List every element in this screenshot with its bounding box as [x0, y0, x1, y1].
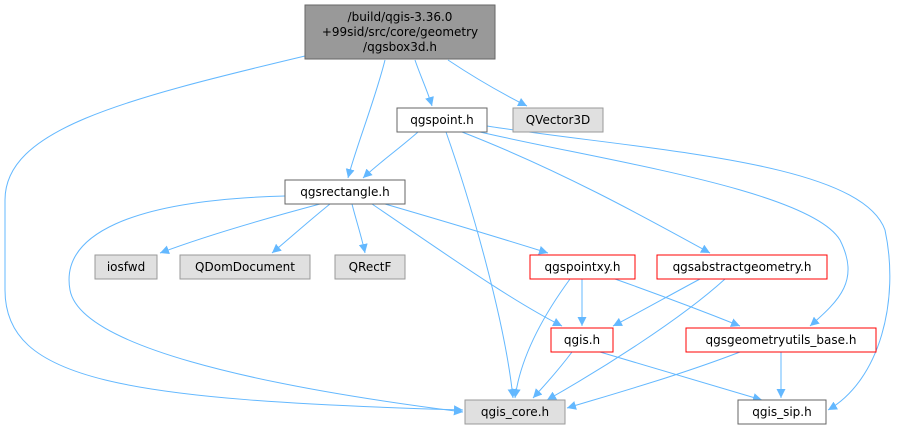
- edge-qgsrectangle-to-qdomdocument: [271, 203, 331, 254]
- node-label: iosfwd: [107, 260, 145, 274]
- node-label: /qgsbox3d.h: [363, 40, 437, 54]
- node-qrectf[interactable]: QRectF: [334, 254, 406, 280]
- edge-qgsrectangle-to-qrectf: [351, 203, 368, 254]
- node-box: [464, 399, 566, 425]
- edge-root-to-qgspoint: [414, 59, 434, 107]
- node-box: [656, 254, 828, 280]
- node-qgspoint[interactable]: qgspoint.h: [396, 107, 488, 133]
- node-label: QRectF: [349, 260, 392, 274]
- nodes-layer: /build/qgis-3.36.0+99sid/src/core/geomet…: [94, 4, 877, 425]
- node-box: [529, 254, 636, 280]
- node-qgsgeometryutils_base[interactable]: qgsgeometryutils_base.h: [685, 327, 877, 353]
- node-box: [304, 4, 496, 60]
- edge-qgspoint-to-qgsrectangle: [362, 131, 419, 179]
- node-box: [396, 107, 488, 133]
- node-label: qgspoint.h: [410, 113, 474, 127]
- node-label: qgis.h: [564, 333, 600, 347]
- edge-qgsgeometryutils_base-to-qgis_core: [566, 351, 741, 410]
- edge-root-to-qvector3d: [447, 59, 528, 107]
- edge-qgsrectangle-to-qgis: [371, 203, 563, 327]
- node-label: qgsabstractgeometry.h: [673, 260, 812, 274]
- node-qdomdocument[interactable]: QDomDocument: [179, 254, 311, 280]
- node-label: /build/qgis-3.36.0: [348, 10, 453, 24]
- edge-qgsabstractgeometry-to-qgis_core: [546, 278, 726, 401]
- node-label: QVector3D: [526, 113, 591, 127]
- node-box: [550, 327, 614, 353]
- node-box: [512, 107, 604, 133]
- node-qgis_sip[interactable]: qgis_sip.h: [737, 399, 827, 425]
- node-box: [737, 399, 827, 425]
- node-label: +99sid/src/core/geometry: [322, 25, 478, 39]
- node-label: qgis_core.h: [481, 405, 549, 419]
- node-box: [685, 327, 877, 353]
- node-label: QDomDocument: [195, 260, 295, 274]
- node-box: [284, 179, 406, 205]
- edge-root-to-qgis_core: [4, 55, 464, 415]
- node-qvector3d[interactable]: QVector3D: [512, 107, 604, 133]
- node-label: qgsrectangle.h: [300, 185, 390, 199]
- edge-qgis-to-qgis_core: [532, 351, 573, 399]
- node-label: qgsgeometryutils_base.h: [706, 333, 857, 347]
- node-qgsabstractgeometry[interactable]: qgsabstractgeometry.h: [656, 254, 828, 280]
- node-box: [334, 254, 406, 280]
- edge-qgis-to-qgis_sip: [599, 351, 763, 402]
- edge-qgspoint-to-qgsabstractgeometry: [461, 131, 711, 254]
- edge-qgsabstractgeometry-to-qgis: [612, 278, 701, 327]
- edge-qgspointxy-to-qgsgeometryutils_base: [614, 278, 741, 327]
- edge-qgsrectangle-to-iosfwd: [159, 203, 321, 255]
- edge-root-to-qgsrectangle: [345, 59, 386, 179]
- node-label: qgis_sip.h: [752, 405, 811, 419]
- node-box: [94, 254, 158, 280]
- node-box: [179, 254, 311, 280]
- node-qgspointxy[interactable]: qgspointxy.h: [529, 254, 636, 280]
- edge-qgspointxy-to-qgis_core: [511, 278, 571, 399]
- edges-layer: [4, 55, 891, 416]
- node-iosfwd[interactable]: iosfwd: [94, 254, 158, 280]
- edge-qgsrectangle-to-qgis_core: [68, 195, 464, 416]
- edge-qgsrectangle-to-qgspointxy: [384, 203, 549, 255]
- node-qgis[interactable]: qgis.h: [550, 327, 614, 353]
- node-qgis_core[interactable]: qgis_core.h: [464, 399, 566, 425]
- node-qgsrectangle[interactable]: qgsrectangle.h: [284, 179, 406, 205]
- edge-qgspoint-to-qgis_core: [445, 131, 517, 399]
- node-label: qgspointxy.h: [544, 260, 620, 274]
- edge-qgspoint-to-qgsgeometryutils_base: [479, 131, 849, 327]
- edge-qgspoint-to-qgis_sip: [486, 125, 891, 411]
- node-root: /build/qgis-3.36.0+99sid/src/core/geomet…: [304, 4, 496, 60]
